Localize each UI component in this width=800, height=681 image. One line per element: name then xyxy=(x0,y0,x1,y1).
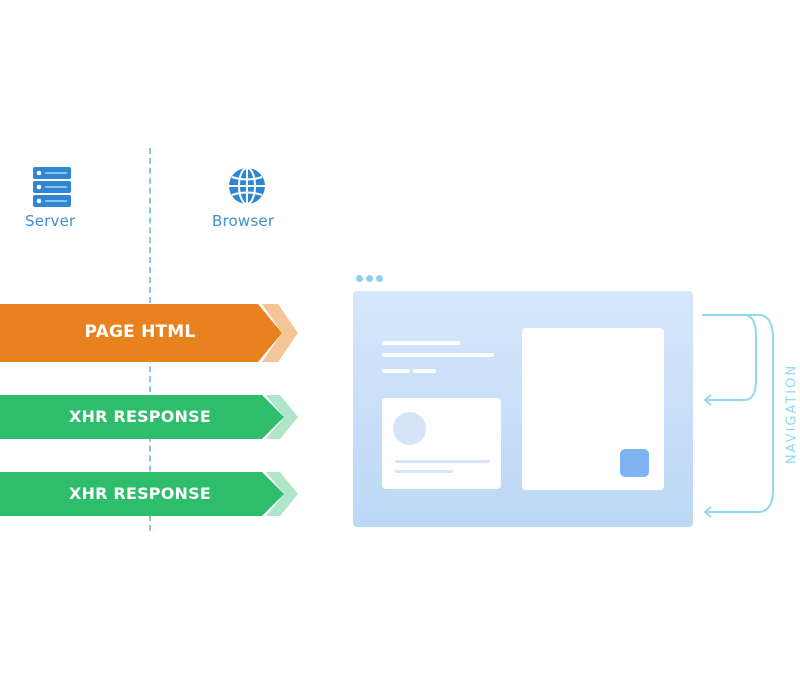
profile-card xyxy=(382,398,501,489)
response-arrow-xhr-2: XHR RESPONSE xyxy=(0,472,300,516)
navigation-arrows xyxy=(702,314,774,518)
text-line xyxy=(413,369,436,373)
text-line xyxy=(395,460,490,463)
response-arrow-xhr-1: XHR RESPONSE xyxy=(0,395,300,439)
response-label: PAGE HTML xyxy=(84,322,196,342)
server-icon xyxy=(33,167,71,207)
browser-window xyxy=(353,291,693,527)
navigation-label: NAVIGATION xyxy=(784,363,800,465)
action-button[interactable] xyxy=(620,449,649,477)
response-label: XHR RESPONSE xyxy=(69,484,211,503)
content-panel xyxy=(522,328,664,490)
globe-icon xyxy=(229,167,265,205)
text-line xyxy=(382,341,460,345)
response-label: XHR RESPONSE xyxy=(69,407,211,426)
avatar xyxy=(393,412,426,445)
text-line xyxy=(395,470,453,473)
text-line xyxy=(382,353,494,357)
browser-label: Browser xyxy=(212,212,275,230)
response-arrow-page-html: PAGE HTML xyxy=(0,304,300,362)
server-label: Server xyxy=(25,212,76,230)
text-line xyxy=(382,369,410,373)
